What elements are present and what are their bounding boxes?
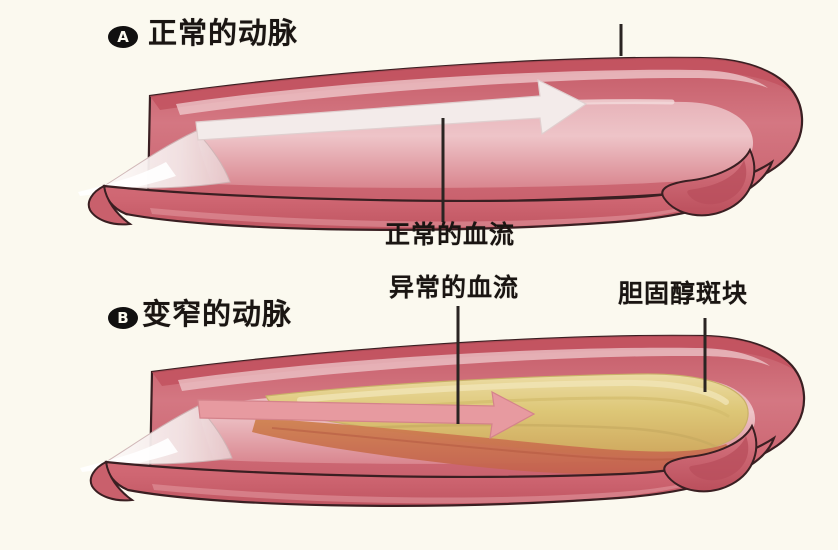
plaque-highlight-1 xyxy=(297,379,729,405)
narrowed-artery-diagram xyxy=(80,306,806,507)
panel-b-title: 变窄的动脉 xyxy=(142,297,293,331)
narrowed-artery-inner-curl xyxy=(663,423,758,493)
normal-artery-curl-shadow xyxy=(687,160,747,205)
plaque-transition-zone xyxy=(252,418,731,475)
narrowed-artery-left-tip xyxy=(89,460,135,502)
normal-artery-diagram xyxy=(78,24,804,231)
cholesterol-plaque-label: 胆固醇斑块 xyxy=(618,279,749,308)
normal-blood-flow-arrow xyxy=(195,78,588,141)
abnormal-blood-flow-arrow xyxy=(197,390,536,440)
panel-a-badge: A xyxy=(108,26,138,48)
plaque-highlight-3 xyxy=(358,423,720,450)
normal-artery-left-tip xyxy=(87,184,133,226)
normal-flow-label: 正常的血流 xyxy=(385,220,516,249)
normal-artery-inner-curl xyxy=(661,147,756,217)
panel-a-title: 正常的动脉 xyxy=(148,16,299,50)
narrowed-curl-shadow xyxy=(689,436,749,481)
plaque-transition-line xyxy=(271,427,709,461)
abnormal-flow-label: 异常的血流 xyxy=(389,273,520,302)
narrowed-artery-intima-cut xyxy=(104,405,233,465)
normal-artery-intima-cut xyxy=(102,130,231,189)
normal-artery-wall-highlight xyxy=(176,69,768,115)
narrowed-artery-wall-highlight xyxy=(178,347,770,391)
panel-b-badge: B xyxy=(108,307,138,329)
